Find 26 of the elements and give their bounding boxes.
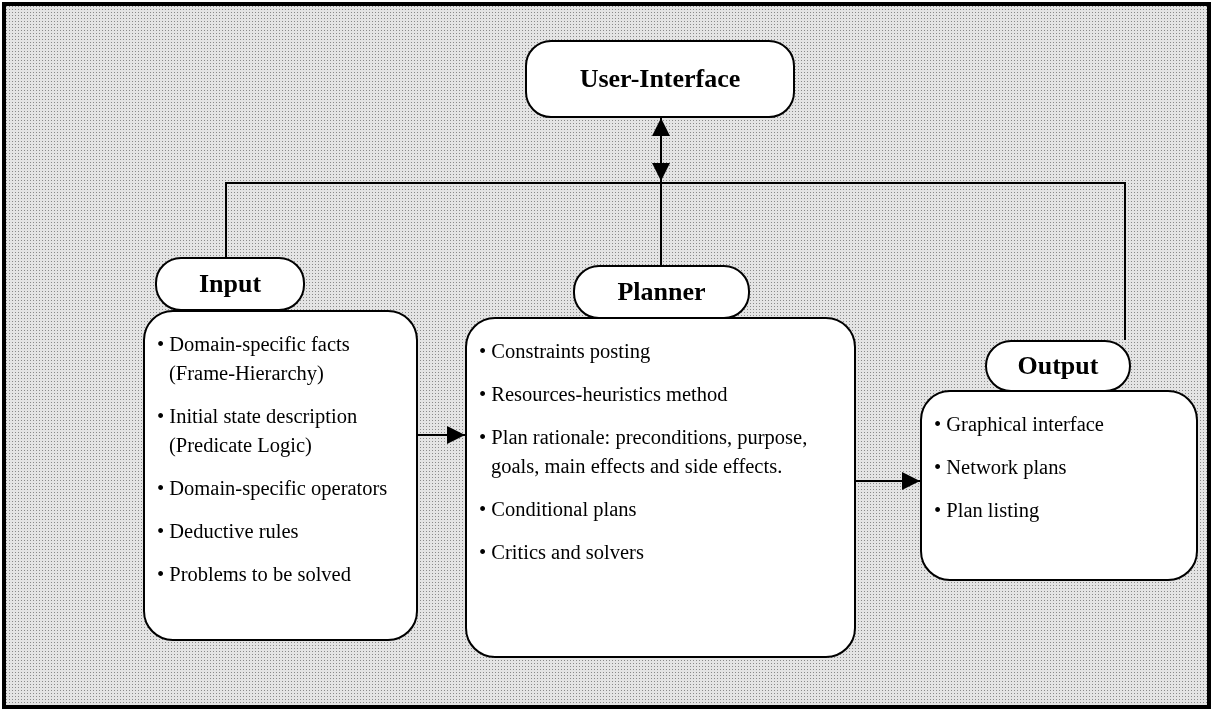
title-box (155, 257, 305, 311)
bullet-item: • Domain-specific operators (157, 476, 389, 502)
bullet-item: • Resources-heuristics method (479, 382, 729, 407)
bullet-item: • Problems to be solved (157, 562, 352, 587)
bullet-item: • Domain-specific facts (Frame-Hierarchy) (157, 332, 351, 387)
content-box (920, 390, 1198, 581)
content-box (465, 317, 856, 658)
bullet-item: • Graphical interface (934, 412, 1105, 438)
box-title: Planner (617, 277, 706, 307)
bullet-item: • Initial state description (Predicate Logic) (157, 404, 359, 459)
content-box (143, 310, 418, 641)
box-title: Input (198, 269, 262, 299)
box-title: Output (1017, 351, 1099, 381)
bullet-item: • Constraints posting (479, 339, 652, 365)
bullet-item: • Conditional plans (479, 497, 638, 523)
bullet-item: • Deductive rules (157, 519, 300, 544)
bullet-item: • Plan listing (934, 498, 1041, 524)
title-box (985, 340, 1131, 392)
connector-arrow (417, 426, 466, 444)
bullet-item: • Critics and solvers (479, 540, 645, 565)
title-box (525, 40, 795, 118)
bullet-item: • Plan rationale: preconditions, purpose, goals, main effects and side effects. (479, 425, 809, 480)
connector-arrow (855, 472, 921, 490)
title-box (573, 265, 750, 319)
box-title: User-Interface (579, 64, 741, 94)
bullet-item: • Network plans (934, 455, 1068, 481)
